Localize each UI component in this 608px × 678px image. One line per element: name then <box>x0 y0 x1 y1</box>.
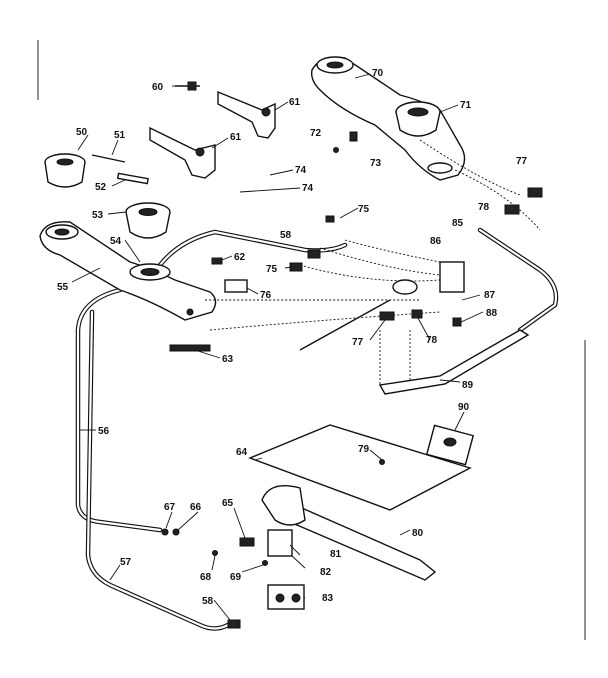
dotted-leaders <box>204 139 541 385</box>
burner-assembly-70-71 <box>310 56 466 181</box>
label-61-left: 61 <box>230 132 242 143</box>
label-63: 63 <box>222 354 234 365</box>
label-61-right: 61 <box>289 97 301 108</box>
label-81: 81 <box>330 549 342 560</box>
label-65: 65 <box>222 498 234 509</box>
label-87: 87 <box>484 290 496 301</box>
label-72: 72 <box>310 128 322 139</box>
burner-cap-53 <box>125 202 171 239</box>
label-54: 54 <box>110 236 122 247</box>
label-74-bottom: 74 <box>302 183 314 194</box>
label-68: 68 <box>200 572 212 583</box>
label-57: 57 <box>120 557 132 568</box>
label-88: 88 <box>486 308 498 319</box>
label-58-bottom: 58 <box>202 596 214 607</box>
label-89: 89 <box>462 380 474 391</box>
label-76: 76 <box>260 290 272 301</box>
label-80: 80 <box>412 528 424 539</box>
label-51: 51 <box>114 130 126 141</box>
label-56: 56 <box>98 426 110 437</box>
label-85: 85 <box>452 218 464 229</box>
label-77-left: 77 <box>352 337 364 348</box>
screw-72-73 <box>333 131 358 153</box>
label-70: 70 <box>372 68 384 79</box>
label-83: 83 <box>322 593 334 604</box>
label-67: 67 <box>164 502 176 513</box>
bracket-80 <box>289 504 437 581</box>
label-62: 62 <box>234 252 246 263</box>
label-73: 73 <box>370 158 382 169</box>
label-64: 64 <box>236 447 248 458</box>
label-50: 50 <box>76 127 88 138</box>
label-75-bottom: 75 <box>266 264 278 275</box>
label-79: 79 <box>358 444 370 455</box>
valve-83 <box>267 584 305 610</box>
label-53: 53 <box>92 210 104 221</box>
part-labels: 50 51 52 53 54 55 56 57 58 58 60 61 61 6… <box>57 68 528 607</box>
label-86: 86 <box>430 236 442 247</box>
label-82: 82 <box>320 567 332 578</box>
burner-base-54-55 <box>39 221 217 321</box>
label-55: 55 <box>57 282 69 293</box>
valve-body <box>261 485 306 557</box>
bracket-61-left <box>149 126 216 179</box>
label-90: 90 <box>458 402 470 413</box>
label-52: 52 <box>95 182 107 193</box>
leader-lines <box>71 73 484 621</box>
small-fittings <box>169 187 543 352</box>
label-74-top: 74 <box>295 165 307 176</box>
label-58-top: 58 <box>280 230 292 241</box>
regulator-90 <box>425 424 475 466</box>
igniter-51-52 <box>91 154 149 185</box>
label-75-top: 75 <box>358 204 370 215</box>
bracket-61-right <box>217 90 276 139</box>
burner-cap-50 <box>44 153 86 188</box>
gas-tubing <box>75 227 559 631</box>
label-78-left: 78 <box>426 335 438 346</box>
label-78-right: 78 <box>478 202 490 213</box>
label-60: 60 <box>152 82 164 93</box>
label-77-right: 77 <box>516 156 528 167</box>
label-69: 69 <box>230 572 242 583</box>
manifold-89 <box>299 299 530 395</box>
label-66: 66 <box>190 502 202 513</box>
fittings-lower <box>161 528 268 629</box>
label-71: 71 <box>460 100 472 111</box>
